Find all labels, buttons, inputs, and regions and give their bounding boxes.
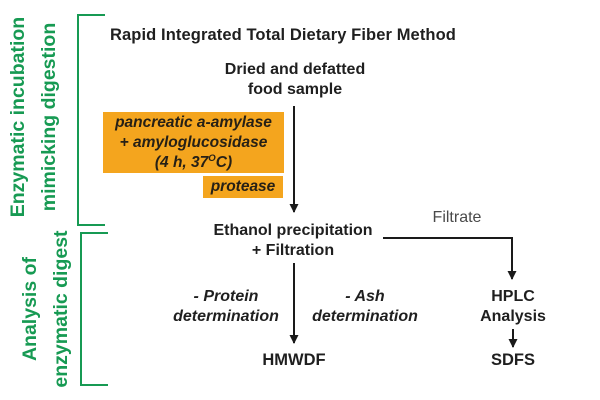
- food-sample-line1: Dried and defatted: [224, 61, 366, 78]
- filtrate-label: Filtrate: [432, 209, 482, 226]
- node-hplc-analysis: HPLC Analysis: [463, 287, 563, 326]
- food-sample-line2: food sample: [247, 81, 343, 98]
- page-title: Rapid Integrated Total Dietary Fiber Met…: [110, 26, 456, 44]
- note-ash-determination: - Ash determination: [290, 287, 440, 326]
- enzyme-conditions-post: C): [215, 153, 233, 171]
- side-label-analysis-digest: Analysis of enzymatic digest: [15, 227, 77, 391]
- node-sdfs: SDFS: [490, 351, 535, 369]
- node-enzyme-box: pancreatic a-amylase + amyloglucosidase …: [103, 112, 284, 173]
- side-label-enzymatic-incubation: Enzymatic incubation mimicking digestion: [3, 9, 65, 225]
- side-label-top-line2: mimicking digestion: [38, 22, 60, 212]
- side-label-top-line1: Enzymatic incubation: [7, 16, 29, 218]
- enzyme-line1: pancreatic a-amylase: [115, 113, 272, 131]
- ethanol-line2: + Filtration: [251, 242, 335, 259]
- ash-line1: - Ash: [345, 288, 385, 305]
- node-food-sample: Dried and defatted food sample: [195, 60, 395, 100]
- hplc-line2: Analysis: [480, 307, 546, 325]
- hplc-line1: HPLC: [491, 288, 535, 305]
- bracket-analysis-digest: [80, 232, 108, 386]
- bracket-enzymatic-incubation: [77, 14, 105, 226]
- enzyme-conditions: (4 h, 37OC): [155, 153, 232, 173]
- note-protein-determination: - Protein determination: [151, 287, 301, 326]
- node-ethanol-precipitation: Ethanol precipitation + Filtration: [193, 221, 393, 261]
- degree-superscript: O: [208, 152, 216, 164]
- ethanol-line1: Ethanol precipitation: [213, 222, 373, 239]
- protein-line1: - Protein: [193, 288, 259, 305]
- protein-line2: determination: [173, 307, 279, 325]
- ash-line2: determination: [312, 307, 418, 325]
- enzyme-conditions-pre: (4 h, 37: [154, 153, 209, 171]
- side-label-bottom-line2: enzymatic digest: [50, 230, 72, 388]
- arrow-filtrate-to-hplc: [383, 237, 517, 280]
- node-hmwdf: HMWDF: [262, 351, 326, 369]
- side-label-bottom-line1: Analysis of: [19, 256, 41, 362]
- enzyme-line2: + amyloglucosidase: [119, 133, 268, 151]
- protease-label: protease: [210, 178, 276, 195]
- node-protease-box: protease: [203, 176, 283, 198]
